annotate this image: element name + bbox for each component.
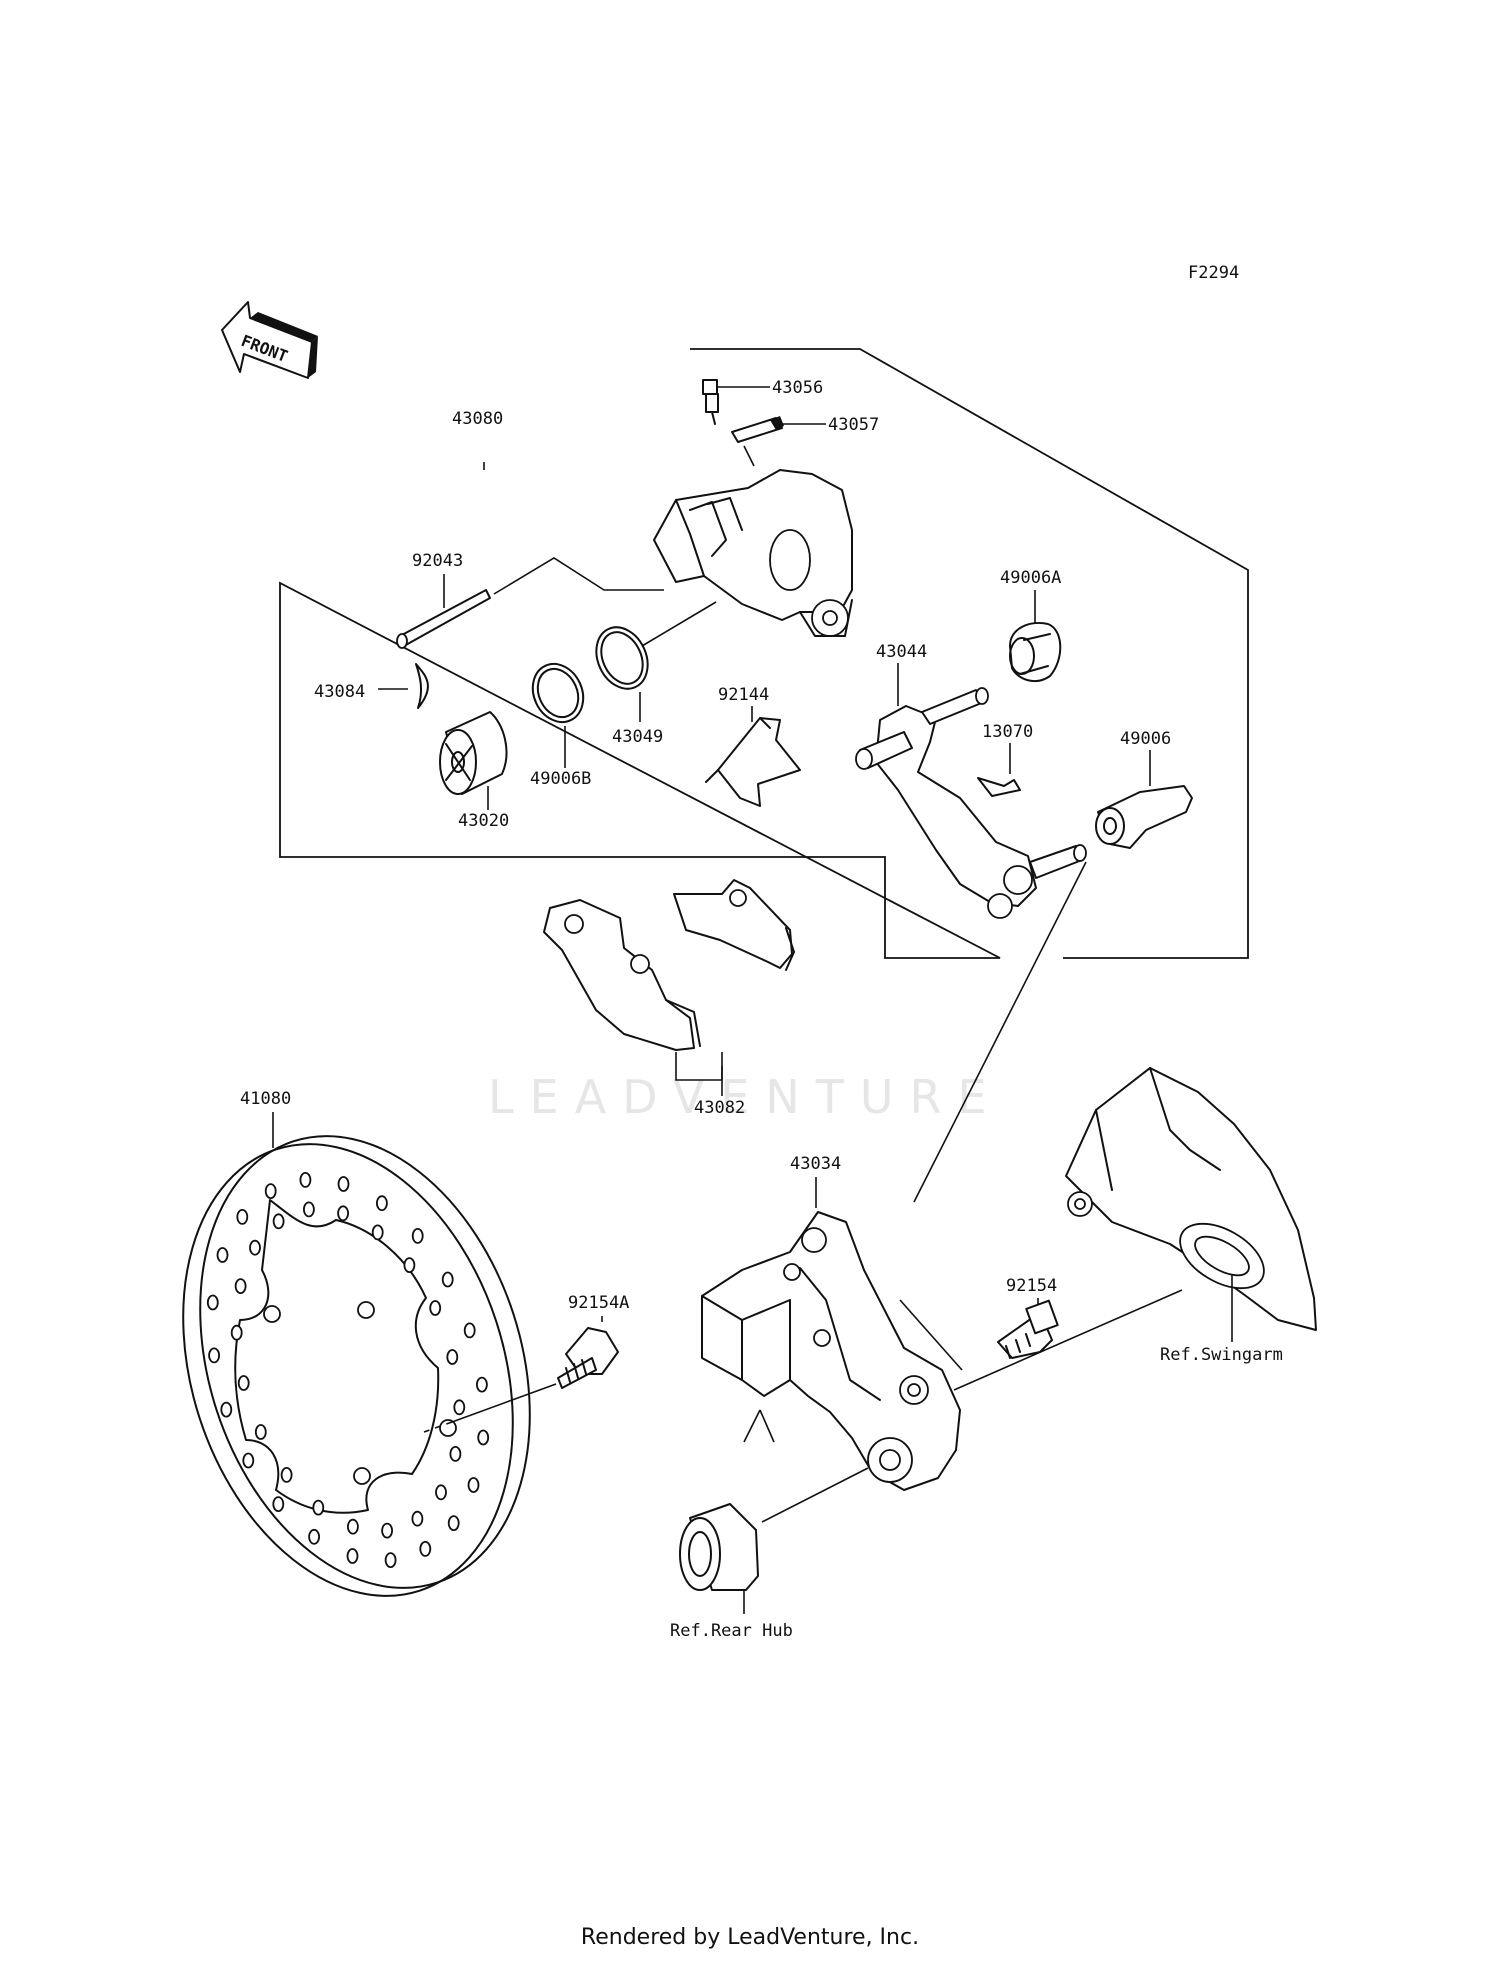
bracket-bolt xyxy=(997,1299,1059,1359)
disc-vent-hole xyxy=(280,1467,293,1483)
swingarm-reference-label: Ref.Swingarm xyxy=(1160,1345,1283,1365)
disc-vent-hole xyxy=(475,1376,488,1393)
disc-vent-hole xyxy=(264,1183,277,1199)
label-49006: 49006 xyxy=(1120,729,1171,749)
disc-vent-hole xyxy=(447,1515,460,1531)
bleeder-cap xyxy=(731,416,784,443)
disc-vent-hole xyxy=(237,1375,250,1391)
label-49006A: 49006A xyxy=(1000,568,1061,588)
disc-vent-hole xyxy=(312,1499,325,1516)
caliper-piston xyxy=(439,711,508,795)
front-arrow-icon: FRONT xyxy=(221,301,318,379)
label-92154: 92154 xyxy=(1006,1276,1057,1296)
piston-seal xyxy=(531,662,585,724)
boot-49006a xyxy=(1009,622,1062,683)
rear-hub-reference-label: Ref.Rear Hub xyxy=(670,1621,793,1641)
brake-caliper-body xyxy=(653,469,853,637)
label-43044: 43044 xyxy=(876,642,927,662)
disc-vent-hole xyxy=(234,1278,247,1294)
disc-vent-hole xyxy=(477,1429,490,1446)
disc-vent-hole xyxy=(337,1205,350,1222)
disc-vent-hole xyxy=(375,1195,388,1212)
disc-vent-hole xyxy=(419,1541,432,1557)
disc-vent-hole xyxy=(449,1446,462,1462)
label-43049: 43049 xyxy=(612,727,663,747)
disc-vent-hole xyxy=(346,1548,359,1564)
disc-vent-hole xyxy=(302,1201,315,1218)
label-43057: 43057 xyxy=(828,415,879,435)
boot-49006 xyxy=(1095,785,1193,849)
disc-vent-hole xyxy=(429,1300,442,1316)
disc-vent-hole xyxy=(441,1271,454,1288)
disc-vent-hole xyxy=(337,1176,350,1192)
disc-vent-hole xyxy=(411,1510,424,1527)
diagram-code: F2294 xyxy=(1188,263,1239,283)
label-92043: 92043 xyxy=(412,551,463,571)
label-41080: 41080 xyxy=(240,1089,291,1109)
disc-vent-hole xyxy=(411,1228,424,1244)
brake-pad-left xyxy=(543,899,701,1051)
brake-disc xyxy=(182,1135,531,1597)
caliper-bracket xyxy=(855,687,1087,919)
disc-vent-hole xyxy=(446,1349,459,1365)
swingarm-reference-part xyxy=(1065,1067,1317,1331)
disc-vent-hole xyxy=(208,1347,221,1364)
disc-vent-hole xyxy=(384,1552,397,1568)
label-13070: 13070 xyxy=(982,722,1033,742)
disc-vent-hole xyxy=(230,1324,243,1341)
disc-vent-hole xyxy=(236,1209,249,1225)
disc-vent-hole xyxy=(371,1224,384,1241)
caliper-pin xyxy=(396,589,491,649)
disc-vent-hole xyxy=(435,1484,447,1501)
caliper-assembly-frame xyxy=(279,348,1249,959)
disc-vent-hole xyxy=(299,1172,312,1188)
retaining-clip xyxy=(415,663,429,709)
disc-vent-hole xyxy=(249,1239,261,1256)
label-43056: 43056 xyxy=(772,378,823,398)
bracket-clip xyxy=(977,777,1021,797)
label-92144: 92144 xyxy=(718,685,769,705)
dust-seal xyxy=(595,626,649,690)
disc-vent-hole xyxy=(220,1401,233,1418)
label-92154A: 92154A xyxy=(568,1293,629,1313)
rear-hub-collar xyxy=(679,1503,759,1591)
disc-vent-hole xyxy=(453,1399,466,1416)
disc-vent-hole xyxy=(463,1322,476,1339)
disc-vent-hole xyxy=(346,1518,359,1535)
disc-vent-hole xyxy=(272,1496,285,1512)
pad-spring xyxy=(705,717,801,807)
label-43080: 43080 xyxy=(452,409,503,429)
caliper-bracket-43034 xyxy=(701,1211,961,1491)
disc-vent-hole xyxy=(467,1477,480,1493)
disc-vent-hole xyxy=(216,1247,229,1263)
disc-vent-hole xyxy=(272,1213,285,1230)
disc-bolt xyxy=(557,1327,619,1389)
label-43084: 43084 xyxy=(314,682,365,702)
disc-vent-hole xyxy=(206,1294,219,1311)
label-43082: 43082 xyxy=(694,1098,745,1118)
disc-vent-hole xyxy=(308,1528,321,1545)
bleeder-screw xyxy=(702,379,719,425)
watermark-text: LEADVENTURE xyxy=(488,1070,1003,1124)
label-49006B: 49006B xyxy=(530,769,591,789)
disc-vent-hole xyxy=(242,1452,255,1469)
footer-credit: Rendered by LeadVenture, Inc. xyxy=(580,1925,920,1950)
disc-vent-hole xyxy=(254,1424,267,1440)
disc-vent-hole xyxy=(381,1522,394,1539)
label-43020: 43020 xyxy=(458,811,509,831)
label-43034: 43034 xyxy=(790,1154,841,1174)
disc-vent-hole xyxy=(403,1257,416,1273)
brake-pad-right xyxy=(673,879,795,971)
